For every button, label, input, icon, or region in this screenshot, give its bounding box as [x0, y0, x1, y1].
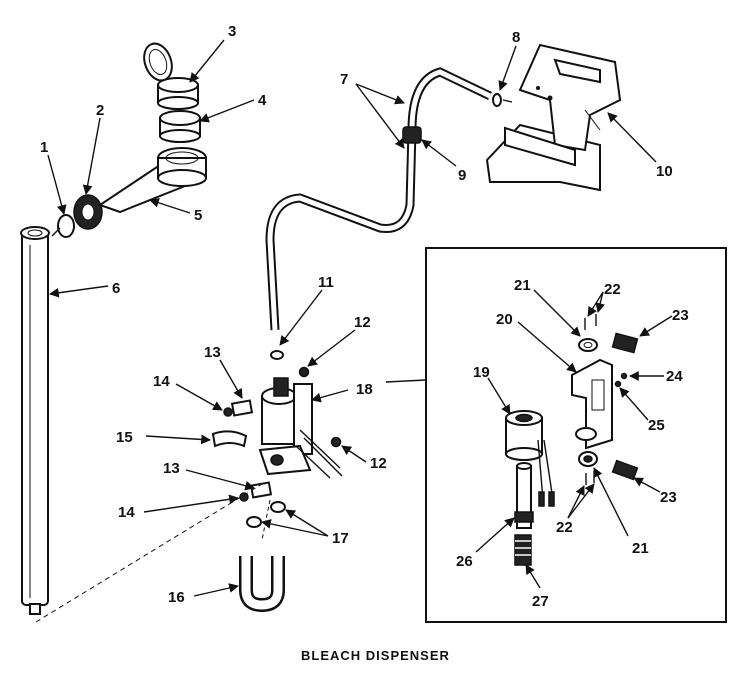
callout-23-upper: 23 [672, 307, 689, 324]
connector-part-23-lower [611, 459, 639, 481]
callout-12-upper: 12 [354, 314, 371, 331]
callout-16: 16 [168, 589, 185, 606]
nut-part-12-lower [330, 436, 342, 448]
callout-22-lower: 22 [556, 519, 573, 536]
callout-17: 17 [332, 530, 349, 547]
callout-13-lower: 13 [163, 460, 180, 477]
washer-part-21-upper [578, 338, 598, 352]
washer-part-21-lower [578, 451, 598, 467]
cap-part-3 [143, 42, 199, 110]
fastener-part-25 [614, 380, 622, 388]
funnel-part-5 [97, 147, 207, 214]
callout-24: 24 [666, 368, 683, 385]
coil-part-19 [505, 410, 555, 507]
hose-part-7 [265, 67, 492, 331]
clamp-part-1 [51, 214, 75, 238]
fastener-part-24 [620, 372, 628, 380]
clip-part-15 [211, 430, 248, 448]
callout-8: 8 [512, 29, 520, 46]
connector-part-23-upper [611, 332, 639, 354]
callout-19: 19 [473, 364, 490, 381]
screw-part-14-lower [239, 492, 249, 502]
callout-27: 27 [532, 593, 549, 610]
pins-part-22-upper [584, 314, 597, 330]
callout-3: 3 [228, 23, 236, 40]
fitting-part-9 [402, 126, 422, 144]
diagram-caption: BLEACH DISPENSER [301, 648, 450, 663]
pins-part-22-lower [585, 471, 595, 485]
callout-1: 1 [40, 139, 48, 156]
plunger-part-26 [514, 462, 534, 529]
callout-4: 4 [258, 92, 267, 109]
housing-part-10 [485, 43, 622, 192]
strainer-part-4 [159, 110, 201, 143]
callout-6: 6 [112, 280, 120, 297]
callout-21-upper: 21 [514, 277, 531, 294]
callout-18: 18 [356, 381, 373, 398]
screw-part-14-upper [223, 407, 233, 417]
oring-part-11 [270, 350, 284, 360]
nut-part-12-upper [298, 366, 310, 378]
plate-part-13-upper [230, 399, 254, 417]
clamp-part-17 [246, 501, 286, 528]
callout-7: 7 [340, 71, 348, 88]
valve-assembly-part-18 [258, 377, 343, 479]
callout-2: 2 [96, 102, 104, 119]
u-hose-part-16 [239, 556, 285, 613]
callout-10: 10 [656, 163, 673, 180]
callout-9: 9 [458, 167, 466, 184]
callout-23-lower: 23 [660, 489, 677, 506]
callout-22-upper: 22 [604, 281, 621, 298]
callout-15: 15 [116, 429, 133, 446]
callout-20: 20 [496, 311, 513, 328]
fill-tube-part-6 [20, 226, 50, 615]
callout-14-lower: 14 [118, 504, 135, 521]
callout-26: 26 [456, 553, 473, 570]
callout-13-upper: 13 [204, 344, 221, 361]
callout-labels: 1 2 3 4 5 6 7 8 9 10 11 12 12 13 13 14 1… [40, 23, 689, 610]
plate-part-13-lower [249, 481, 273, 499]
callout-21-lower: 21 [632, 540, 649, 557]
grommet-part-2 [73, 194, 103, 230]
callout-14-upper: 14 [153, 373, 170, 390]
callout-25: 25 [648, 417, 665, 434]
frame-part-20 [571, 358, 613, 450]
detail-inset-box [385, 247, 727, 623]
callout-11: 11 [318, 274, 334, 291]
leader-lines [47, 39, 673, 597]
callout-12-lower: 12 [370, 455, 387, 472]
clip-part-8 [492, 93, 513, 107]
callout-5: 5 [194, 207, 202, 224]
spring-part-27 [514, 534, 532, 566]
